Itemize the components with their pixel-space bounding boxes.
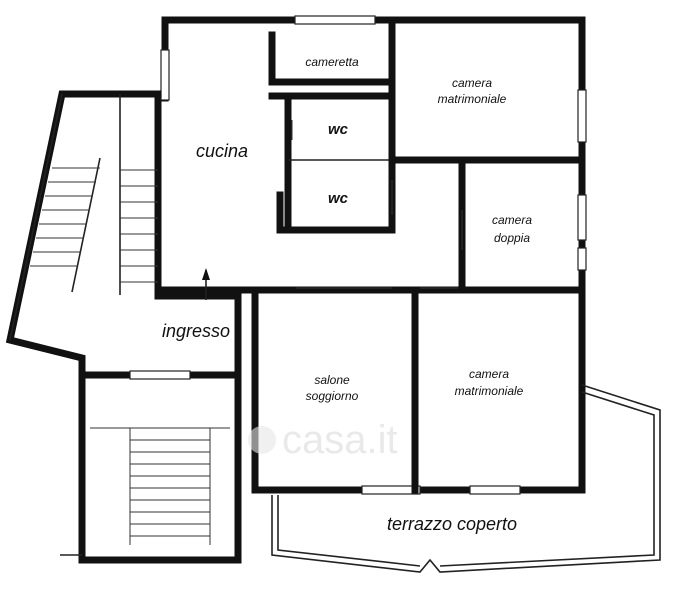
label-camera-nord-2: matrimoniale bbox=[438, 92, 507, 106]
label-camera-nord-1: camera bbox=[452, 76, 492, 90]
windows bbox=[160, 15, 587, 495]
label-wc-lower: wc bbox=[328, 190, 349, 207]
lower-stairs bbox=[60, 370, 242, 564]
label-doppia-1: camera bbox=[492, 213, 532, 227]
label-salone-1: salone bbox=[314, 373, 350, 387]
label-wc-upper: wc bbox=[328, 121, 349, 138]
label-terrazzo: terrazzo coperto bbox=[387, 514, 517, 534]
interior-walls bbox=[154, 16, 582, 494]
label-doppia-2: doppia bbox=[494, 231, 530, 245]
label-camera-sud-2: matrimoniale bbox=[455, 384, 524, 398]
label-cucina: cucina bbox=[196, 141, 248, 161]
upper-stairs bbox=[5, 90, 242, 379]
terrace bbox=[271, 384, 661, 573]
label-cameretta: cameretta bbox=[305, 55, 359, 69]
label-camera-sud-1: camera bbox=[469, 367, 509, 381]
label-salone-2: soggiorno bbox=[306, 389, 359, 403]
room-labels: cameretta camera matrimoniale wc wc cuci… bbox=[162, 55, 532, 534]
watermark: casa.it bbox=[248, 418, 398, 462]
label-ingresso: ingresso bbox=[162, 321, 230, 341]
watermark-text: casa.it bbox=[282, 418, 398, 462]
